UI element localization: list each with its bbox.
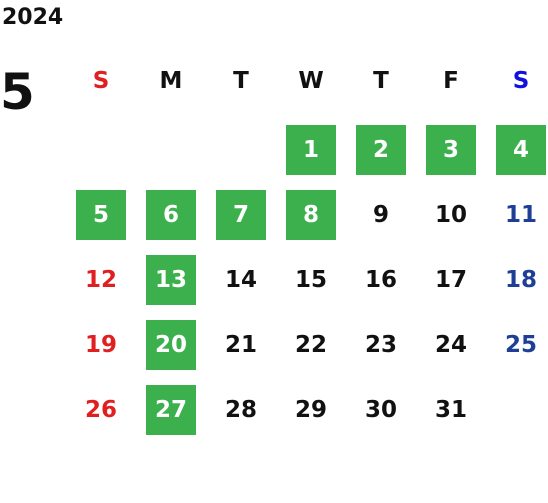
day-cell-6[interactable]: 6 bbox=[146, 190, 196, 240]
day-cell-22[interactable]: 22 bbox=[294, 331, 327, 358]
day-cell-29[interactable]: 29 bbox=[294, 396, 327, 423]
year-label: 2024 bbox=[2, 5, 64, 30]
day-cell-17[interactable]: 17 bbox=[434, 266, 467, 293]
day-cell-16[interactable]: 16 bbox=[364, 266, 397, 293]
day-cell-15[interactable]: 15 bbox=[294, 266, 327, 293]
day-cell-11[interactable]: 11 bbox=[504, 201, 537, 228]
day-cell-25[interactable]: 25 bbox=[504, 331, 537, 358]
day-cell-31[interactable]: 31 bbox=[434, 396, 467, 423]
day-cell-28[interactable]: 28 bbox=[224, 396, 257, 423]
weekday-header-monday: M bbox=[159, 68, 183, 94]
day-cell-26[interactable]: 26 bbox=[84, 396, 117, 423]
day-cell-10[interactable]: 10 bbox=[434, 201, 467, 228]
day-cell-20[interactable]: 20 bbox=[146, 320, 196, 370]
day-cell-24[interactable]: 24 bbox=[434, 331, 467, 358]
day-cell-3[interactable]: 3 bbox=[426, 125, 476, 175]
weekday-header-saturday: S bbox=[512, 68, 530, 94]
day-cell-7[interactable]: 7 bbox=[216, 190, 266, 240]
day-cell-5[interactable]: 5 bbox=[76, 190, 126, 240]
day-cell-2[interactable]: 2 bbox=[356, 125, 406, 175]
weekday-header-thursday: T bbox=[373, 68, 389, 94]
day-cell-21[interactable]: 21 bbox=[224, 331, 257, 358]
day-cell-14[interactable]: 14 bbox=[224, 266, 257, 293]
day-cell-4[interactable]: 4 bbox=[496, 125, 546, 175]
day-cell-23[interactable]: 23 bbox=[364, 331, 397, 358]
day-cell-18[interactable]: 18 bbox=[504, 266, 537, 293]
month-number: 5 bbox=[0, 63, 35, 121]
day-cell-19[interactable]: 19 bbox=[84, 331, 117, 358]
weekday-header-wednesday: W bbox=[298, 68, 324, 94]
weekday-header-tuesday: T bbox=[233, 68, 249, 94]
day-cell-1[interactable]: 1 bbox=[286, 125, 336, 175]
day-cell-30[interactable]: 30 bbox=[364, 396, 397, 423]
day-cell-9[interactable]: 9 bbox=[372, 201, 389, 228]
day-cell-8[interactable]: 8 bbox=[286, 190, 336, 240]
day-cell-13[interactable]: 13 bbox=[146, 255, 196, 305]
weekday-header-friday: F bbox=[443, 68, 459, 94]
weekday-header-sunday: S bbox=[92, 68, 110, 94]
day-cell-27[interactable]: 27 bbox=[146, 385, 196, 435]
day-cell-12[interactable]: 12 bbox=[84, 266, 117, 293]
